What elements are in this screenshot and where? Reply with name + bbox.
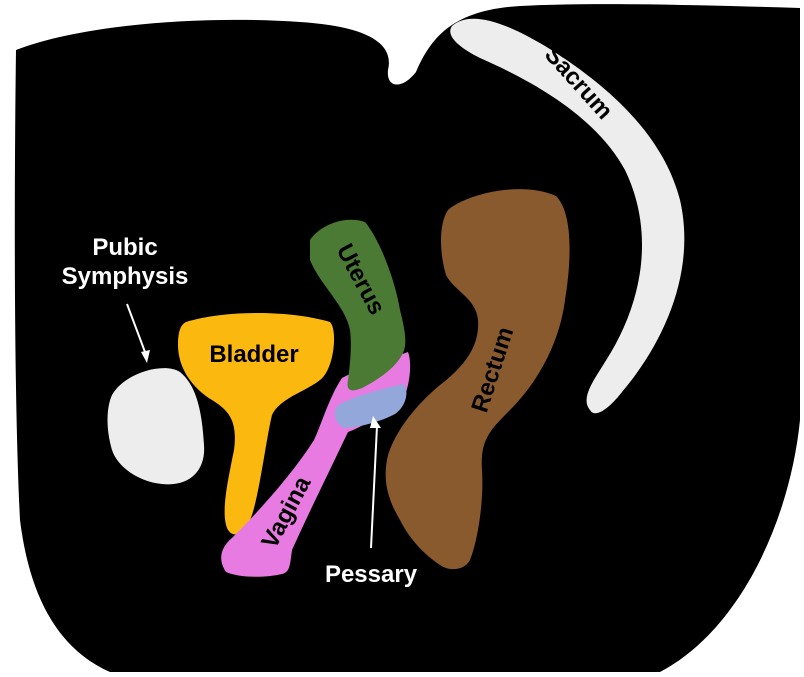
bladder-label: Bladder (209, 341, 298, 368)
pessary-label: Pessary (325, 561, 418, 588)
pubic-label-line2: Symphysis (62, 263, 189, 290)
pubic-label-line1: Pubic (92, 234, 157, 261)
